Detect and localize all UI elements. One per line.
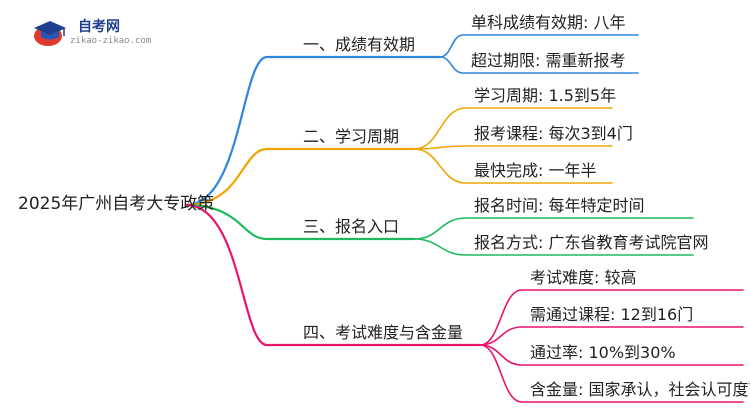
branch-to-leaf-connector bbox=[479, 326, 744, 346]
site-logo[interactable]: 自考网 zikao-zikao.com bbox=[30, 14, 170, 54]
branch-to-leaf-connector bbox=[479, 344, 744, 366]
branch-to-leaf-connector bbox=[439, 34, 639, 58]
leaf-label: 学习周期: 1.5到5年 bbox=[474, 86, 617, 105]
logo-title: 自考网 bbox=[78, 19, 120, 35]
leaf-label: 单科成绩有效期: 八年 bbox=[471, 13, 626, 32]
graduation-cap-icon bbox=[34, 21, 66, 46]
leaf-label: 报名时间: 每年特定时间 bbox=[474, 196, 645, 215]
leaf-label: 需通过课程: 12到16门 bbox=[530, 305, 694, 324]
leaf-label: 含金量: 国家承认，社会认可度高 bbox=[530, 380, 750, 399]
leaf-label: 最快完成: 一年半 bbox=[474, 161, 597, 180]
branch-label-registration: 三、报名入口 bbox=[303, 217, 400, 236]
root-to-branch-connector bbox=[184, 203, 416, 241]
leaf-label: 报名方式: 广东省教育考试院官网 bbox=[474, 233, 709, 252]
branch-label-validity: 一、成绩有效期 bbox=[303, 35, 416, 54]
branch-label-study-period: 二、学习周期 bbox=[303, 127, 400, 146]
root-to-branch-connector bbox=[184, 55, 442, 207]
branch-to-leaf-connector bbox=[439, 56, 639, 74]
branch-to-leaf-connector bbox=[413, 217, 694, 240]
root-to-branch-connector bbox=[184, 203, 482, 347]
branch-label-difficulty: 四、考试难度与含金量 bbox=[303, 323, 464, 342]
root-node-label: 2025年广州自考大专政策 bbox=[18, 194, 215, 214]
branch-to-leaf-connector bbox=[479, 344, 744, 403]
leaf-label: 考试难度: 较高 bbox=[530, 268, 637, 287]
root-to-branch-connector bbox=[184, 147, 416, 207]
branch-to-leaf-connector bbox=[413, 107, 613, 150]
branch-to-leaf-connector bbox=[413, 145, 613, 150]
leaf-label: 通过率: 10%到30% bbox=[530, 343, 676, 362]
branch-to-leaf-connector bbox=[413, 148, 613, 184]
branch-to-leaf-connector bbox=[479, 289, 744, 346]
branch-to-leaf-connector bbox=[413, 238, 694, 256]
logo-url: zikao-zikao.com bbox=[70, 36, 152, 46]
leaf-label: 超过期限: 需重新报考 bbox=[471, 51, 626, 70]
leaf-label: 报考课程: 每次3到4门 bbox=[474, 124, 633, 143]
